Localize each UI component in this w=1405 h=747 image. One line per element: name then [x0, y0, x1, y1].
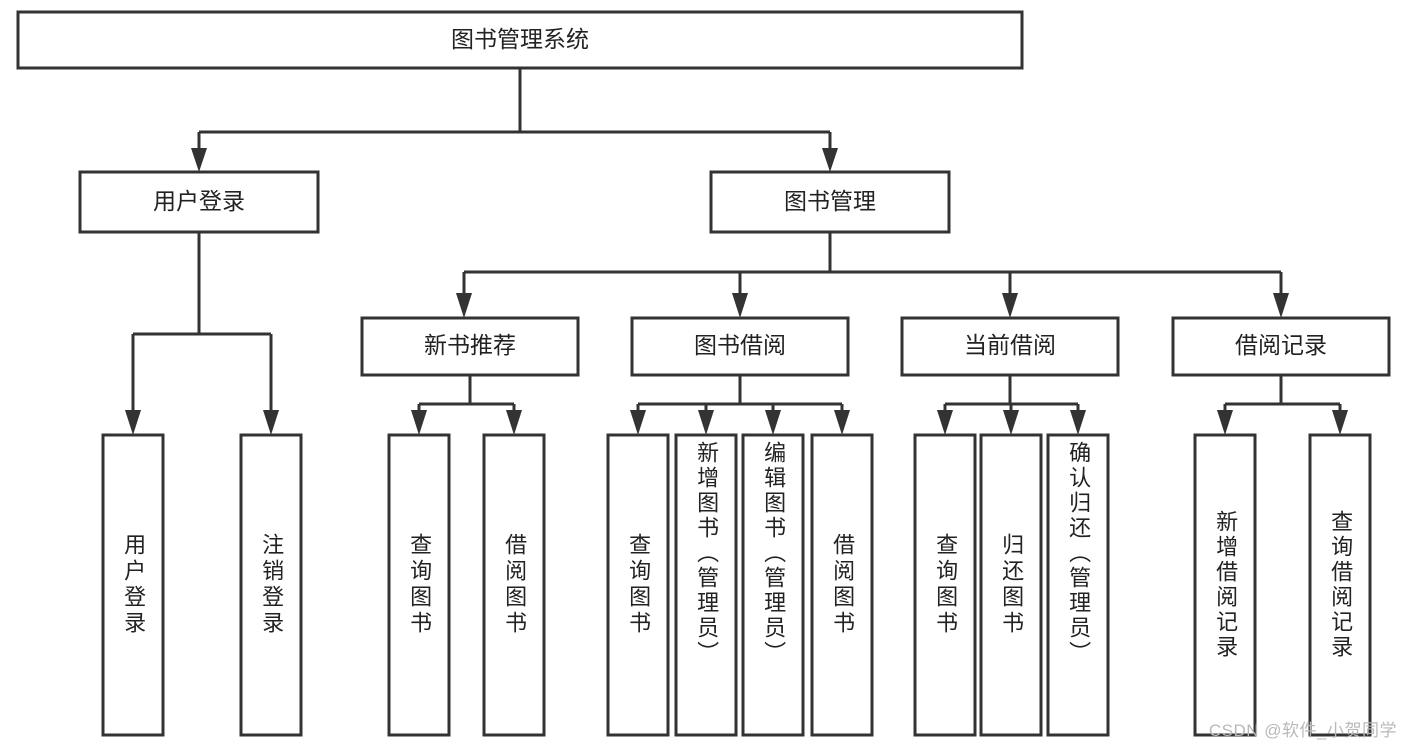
node-leaf-borrow-book-b-box[interactable]: [810, 433, 874, 737]
node-current-borrow[interactable]: 当前借阅: [900, 316, 1120, 377]
edge-group-book-borrow-to-leaves: [630, 375, 850, 435]
node-leaf-return-book-box[interactable]: [979, 433, 1043, 737]
arrow-head-leaf-add-record: [1217, 410, 1233, 435]
arrow-head-leaf-logout: [263, 410, 279, 435]
arrow-head-leaf-confirm-return: [1070, 410, 1086, 435]
arrow-head-book-borrow: [732, 293, 748, 318]
node-borrow-record-box[interactable]: [1171, 316, 1391, 377]
arrow-head-leaf-query-book-c: [937, 410, 953, 435]
arrow-head-user-login: [191, 148, 207, 172]
arrow-head-leaf-query-record: [1332, 410, 1348, 435]
arrow-head-leaf-query-book-b: [630, 410, 646, 435]
node-leaf-add-book-box[interactable]: [674, 433, 738, 737]
arrow-head-leaf-return-book: [1003, 410, 1019, 435]
node-root-label: 图书管理系统: [451, 26, 589, 52]
arrow-head-borrow-record: [1273, 293, 1289, 318]
node-user-login-box[interactable]: [78, 170, 320, 234]
arrow-head-book-manage: [822, 148, 838, 172]
arrow-head-leaf-borrow-book-a: [506, 410, 522, 435]
node-book-borrow[interactable]: 图书借阅: [630, 316, 850, 377]
arrow-head-leaf-borrow-book-b: [834, 410, 850, 435]
node-leaf-logout-box[interactable]: [239, 433, 303, 737]
node-book-borrow-label: 图书借阅: [694, 332, 786, 358]
edge-group-user-login-to-leaves: [125, 232, 279, 435]
edge-group-borrow-record-to-leaves: [1217, 375, 1348, 435]
node-root-box[interactable]: [16, 10, 1024, 70]
node-user-login[interactable]: 用户登录: [78, 170, 320, 234]
node-book-manage[interactable]: 图书管理: [709, 170, 951, 234]
node-root[interactable]: 图书管理系统: [16, 10, 1024, 70]
node-new-book-rec-label: 新书推荐: [424, 332, 516, 358]
node-leaf-confirm-return-box[interactable]: [1046, 433, 1110, 737]
arrow-head-leaf-user-login: [125, 410, 141, 435]
edge-group-root-to-level2: [191, 68, 838, 172]
node-leaf-edit-book-box[interactable]: [741, 433, 805, 737]
edge-group-current-borrow-to-leaves: [937, 375, 1086, 435]
node-new-book-rec-box[interactable]: [360, 316, 580, 377]
node-current-borrow-box[interactable]: [900, 316, 1120, 377]
node-leaf-query-book-b-box[interactable]: [606, 433, 670, 737]
node-leaf-user-login-box[interactable]: [101, 433, 165, 737]
node-leaf-query-record-box[interactable]: [1308, 433, 1372, 737]
node-user-login-label: 用户登录: [153, 188, 245, 214]
node-leaf-query-book-a-box[interactable]: [387, 433, 451, 737]
edge-group-new-book-rec-to-leaves: [411, 375, 522, 435]
node-leaf-borrow-book-a-box[interactable]: [482, 433, 546, 737]
node-borrow-record[interactable]: 借阅记录: [1171, 316, 1391, 377]
node-borrow-record-label: 借阅记录: [1235, 332, 1327, 358]
node-leaf-add-record-box[interactable]: [1193, 433, 1257, 737]
node-book-manage-box[interactable]: [709, 170, 951, 234]
arrow-head-leaf-edit-book: [765, 410, 781, 435]
csdn-watermark: CSDN @软件_小贺同学: [1208, 721, 1397, 740]
node-new-book-rec[interactable]: 新书推荐: [360, 316, 580, 377]
arrow-head-new-book-rec: [456, 293, 472, 318]
arrow-head-leaf-query-book-a: [411, 410, 427, 435]
arrow-head-current-borrow: [1002, 293, 1018, 318]
edge-group-book-manage-to-level3: [456, 232, 1289, 318]
node-book-borrow-box[interactable]: [630, 316, 850, 377]
arrow-head-leaf-add-book: [698, 410, 714, 435]
node-current-borrow-label: 当前借阅: [964, 332, 1056, 358]
node-book-manage-label: 图书管理: [784, 188, 876, 214]
leaf-boxes: [101, 433, 1372, 737]
node-leaf-query-book-c-box[interactable]: [913, 433, 977, 737]
